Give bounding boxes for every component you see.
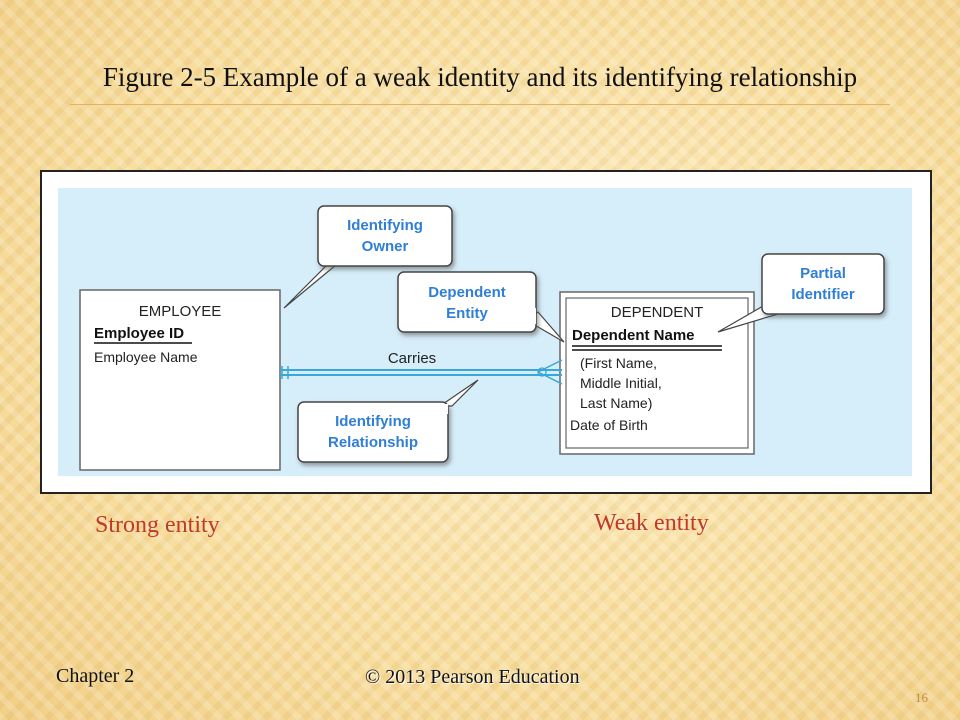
dependent-attr-date-of-birth: Date of Birth [570,417,648,433]
figure-frame: EMPLOYEE Employee ID Employee Name DEPEN… [40,170,932,494]
callout-partial-identifier: Partial Identifier [717,253,885,333]
callout-dependent-entity-line1: Dependent [428,284,506,301]
dependent-partial-identifier: Dependent Name [572,327,695,344]
slide-title: Figure 2-5 Example of a weak identity an… [102,62,858,92]
relationship-label: Carries [388,350,436,367]
employee-identifier: Employee ID [94,325,184,342]
dependent-entity: DEPENDENT Dependent Name (First Name, Mi… [559,291,755,455]
footer-copyright: © 2013 Pearson Education [365,666,580,688]
callout-dependent-entity-line2: Entity [446,305,488,322]
strong-entity-label: Strong entity [95,512,220,538]
identifying-relationship-line [280,359,563,385]
crows-foot-lower [537,371,563,385]
callout-identifying-relationship: Identifying Relationship [297,379,479,463]
callout-identifying-relationship-line2: Relationship [328,434,418,451]
callout-identifying-owner-line2: Owner [362,238,409,255]
dependent-attr-middle-initial: Middle Initial, [580,375,662,391]
employee-entity: EMPLOYEE Employee ID Employee Name [79,289,281,471]
footer-chapter: Chapter 2 [56,665,135,687]
callout-dependent-entity: Dependent Entity [397,271,565,343]
callout-identifying-owner-line1: Identifying [347,217,423,234]
optional-circle [537,367,547,377]
dependent-entity-name: DEPENDENT [611,304,704,321]
callout-partial-identifier-line2: Identifier [791,286,855,303]
title-divider [70,104,890,105]
weak-entity-label: Weak entity [594,510,709,536]
employee-entity-name: EMPLOYEE [139,303,222,320]
page-number: 16 [915,690,928,705]
employee-attribute: Employee Name [94,349,198,365]
crows-foot-upper [537,359,563,373]
callout-identifying-owner: Identifying Owner [283,205,453,309]
callout-partial-identifier-line1: Partial [800,265,846,282]
callout-identifying-relationship-line1: Identifying [335,413,411,430]
dependent-attr-last-name: Last Name) [580,395,652,411]
er-diagram: EMPLOYEE Employee ID Employee Name DEPEN… [58,188,912,476]
dependent-attr-first-name: (First Name, [580,355,657,371]
